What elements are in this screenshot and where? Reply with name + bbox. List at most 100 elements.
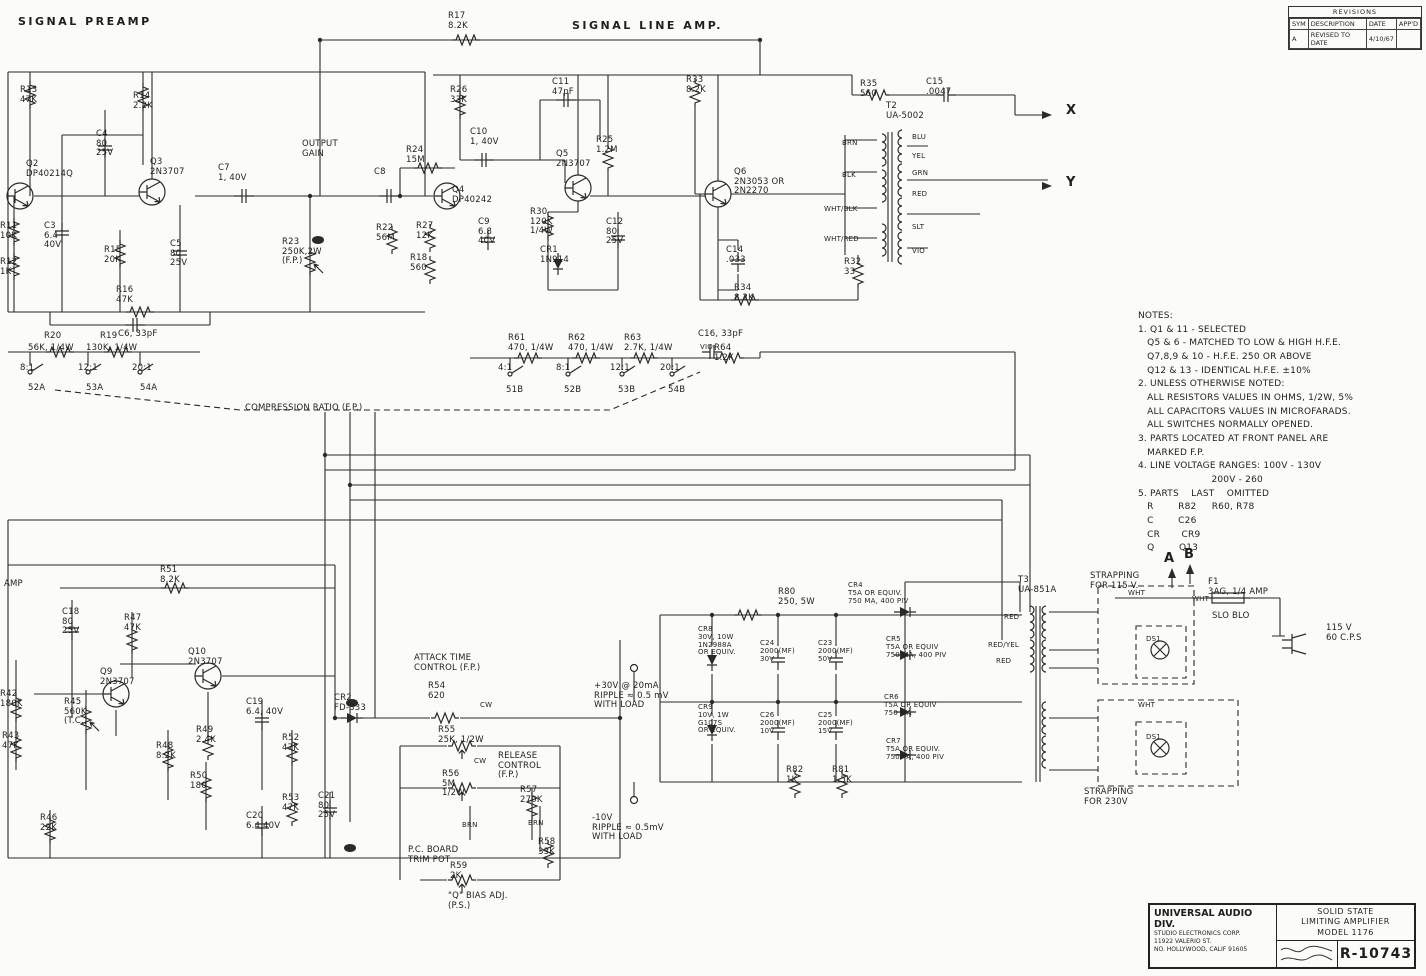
loweramp-wires: [7, 564, 621, 881]
schematic-label: WHT/RED: [824, 235, 859, 243]
revision-cell: [1395, 29, 1422, 49]
note-line: C C26: [1138, 516, 1197, 527]
schematic-label: 8:1: [20, 363, 35, 373]
company-subtitle: STUDIO ELECTRONICS CORP.: [1154, 930, 1241, 937]
schematic-label: VIO: [700, 343, 713, 351]
coil-v-symbol: [1029, 605, 1035, 639]
company-address-1: 11922 VALERIO ST.: [1154, 937, 1212, 945]
schematic-label: RED/YEL: [988, 641, 1020, 649]
res-h-symbol: [430, 712, 460, 724]
bus-wires: [7, 351, 1031, 858]
schematic-label: BRN: [842, 139, 858, 147]
arrow-r-symbol: [1042, 111, 1052, 119]
schematic-label: R61 470, 1/4W: [508, 333, 554, 353]
schematic-label: R49 2.4K: [196, 725, 216, 745]
schematic-label: RELEASE CONTROL (F.P.): [498, 751, 541, 781]
schematic-label: R59 2K: [450, 861, 468, 881]
dot-symbol: [347, 482, 353, 488]
coil-v-symbol: [1041, 735, 1047, 769]
schematic-label: R57 270K: [520, 785, 543, 805]
schematic-label: 8:1: [556, 363, 571, 373]
schematic-label: R33 8.2K: [686, 75, 706, 95]
schematic-label: +30V @ 20mA RIPPLE ≈ 0.5 mV WITH LOAD: [594, 681, 669, 711]
schematic-label: YEL: [912, 152, 926, 160]
schematic-label: 12:1: [610, 363, 630, 373]
signature-scribble: [1277, 941, 1338, 967]
note-line: ALL CAPACITORS VALUES IN MICROFARADS.: [1138, 406, 1351, 417]
schematic-label: C14 .033: [726, 245, 746, 265]
schematic-label: 4:1: [498, 363, 513, 373]
schematic-label: C7 1, 40V: [218, 163, 247, 183]
revision-col-header: DATE: [1365, 18, 1397, 30]
note-line: 3. PARTS LOCATED AT FRONT PANEL ARE: [1138, 434, 1329, 445]
schematic-label: Y: [1066, 175, 1076, 190]
note-line: Q12 & 13 - IDENTICAL H.F.E. ±10%: [1138, 365, 1311, 376]
revision-col-header: SYM: [1289, 18, 1309, 30]
schematic-label: R20: [44, 331, 62, 341]
drawing-title-line-1: SOLID STATE: [1317, 907, 1374, 916]
company-name: UNIVERSAL AUDIO DIV.: [1154, 908, 1253, 930]
schematic-label: R19: [100, 331, 118, 341]
signature-scribble-art: [1280, 945, 1333, 961]
dot-symbol: [307, 193, 313, 199]
schematic-label: RED: [1004, 613, 1020, 621]
schematic-label: R43 47K: [2, 731, 20, 751]
revision-cell: 4/10/67: [1365, 29, 1397, 49]
drawing-number: R-10743: [1339, 946, 1413, 962]
schematic-label: C18 80 25V: [62, 607, 80, 637]
company-address-2: NO. HOLLYWOOD, CALIF 91605: [1154, 945, 1248, 953]
note-line: 1. Q1 & 11 - SELECTED: [1138, 324, 1247, 335]
schematic-label: DS1: [1146, 733, 1161, 741]
schematic-label: CR4 T5A OR EQUIV. 750 MA, 400 PIV: [848, 581, 909, 605]
schematic-label: 54A: [140, 383, 158, 393]
schematic-label: R80 250, 5W: [778, 587, 815, 607]
wire-segments: [7, 39, 1285, 881]
schematic-label: R53 47K: [282, 793, 300, 813]
note-line: 5. PARTS LAST OMITTED: [1138, 488, 1270, 499]
schematic-label: R26 33K: [450, 85, 468, 105]
schematic-label: WHT/BLK: [824, 205, 858, 213]
schematic-label: 115 V 60 C.P.S: [1326, 623, 1362, 643]
schematic-label: 52A: [28, 383, 46, 393]
schematic-label: STRAPPING FOR 115 V.: [1090, 571, 1140, 591]
schematic-label: 53A: [86, 383, 104, 393]
schematic-label: R55 25K, 1/2W: [438, 725, 484, 745]
schematic-label: R12 1K: [0, 257, 18, 277]
schematic-label: C6, 33pF: [118, 329, 158, 339]
dot-symbol: [332, 715, 338, 721]
compression-ratio-dashed-line: [54, 371, 701, 411]
schematic-label: R16 47K: [116, 285, 134, 305]
schematic-label: DS1: [1146, 635, 1161, 643]
schematic-label: C12 80 25V: [606, 217, 624, 247]
schematic-label: R45 560K (T.C.): [64, 697, 88, 727]
schematic-label: WHT: [1128, 589, 1146, 597]
schematic-label: C26 2000(MF) 10V: [760, 711, 795, 735]
schematic-label: R30 120K 1/4W: [530, 207, 553, 237]
schematic-label: R56 5M 1/2W: [442, 769, 465, 799]
schematic-label: R14 2.2K: [133, 91, 153, 111]
schematic-label: C10 1, 40V: [470, 127, 499, 147]
revisions-title: REVISIONS: [1289, 7, 1421, 18]
schematic-label: C21 80 25V: [318, 791, 336, 821]
term-symbol: [629, 663, 639, 673]
note-line: 200V - 260: [1138, 475, 1263, 486]
mid-wires: [195, 39, 761, 312]
schematic-label: Q3 2N3707: [150, 157, 185, 177]
schematic-label: SIGNAL PREAMP: [18, 15, 152, 28]
dot-symbol: [397, 193, 403, 199]
schematic-label: C8: [374, 167, 386, 177]
note-line: R R82 R60, R78: [1138, 502, 1255, 513]
schematic-label: R52 47K: [282, 733, 300, 753]
schematic-label: BRN: [462, 821, 478, 829]
schematic-label: CR2 FD-333: [334, 693, 366, 713]
schematic-label: Q9 2N3707: [100, 667, 135, 687]
schematic-label: VIO: [912, 247, 925, 255]
note-line: ALL SWITCHES NORMALLY OPENED.: [1138, 420, 1314, 431]
power-wires: [633, 568, 1285, 797]
schematic-label: R25 1.2M: [596, 135, 618, 155]
schematic-label: R46 22K: [40, 813, 58, 833]
npn-symbol: [564, 174, 592, 202]
schematic-label: R32 33: [844, 257, 862, 277]
coil-v-symbol: [1041, 701, 1047, 735]
